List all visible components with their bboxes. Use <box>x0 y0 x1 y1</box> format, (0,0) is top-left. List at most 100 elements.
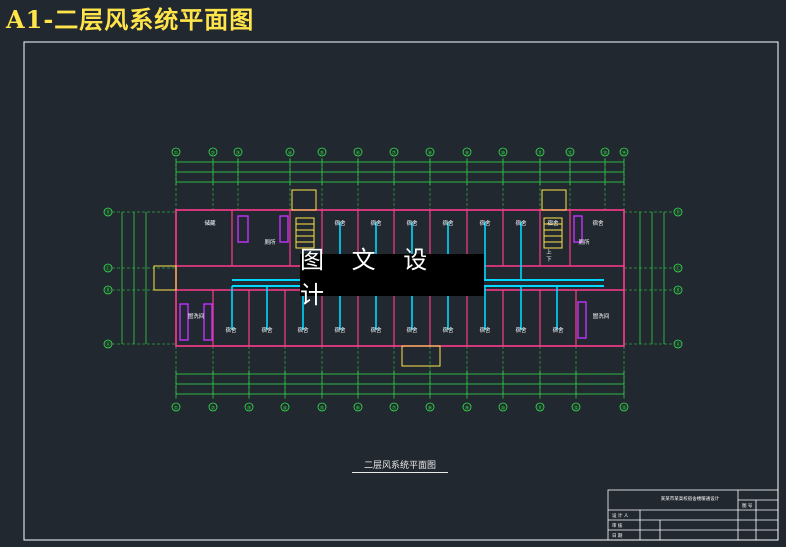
axis-bubble-top <box>425 147 435 157</box>
axis-bubble-bottom <box>317 402 327 412</box>
axis-bubble-right <box>673 263 683 273</box>
room-label-north: 宿舍 <box>592 219 604 227</box>
axis-label-top: ⑨ <box>465 151 469 157</box>
room-label-special: 盥洗间 <box>188 312 205 320</box>
room-label-south: 宿舍 <box>515 326 527 334</box>
room-label-special: 厕所 <box>578 238 590 246</box>
room-labels: 储藏宿舍宿舍宿舍宿舍宿舍宿舍宿舍宿舍宿舍宿舍宿舍宿舍宿舍宿舍宿舍宿舍宿舍宿舍盥洗… <box>188 219 610 334</box>
axis-label-right: Ⓓ <box>675 209 680 216</box>
room-label-south: 宿舍 <box>552 326 564 334</box>
axis-label-bottom: ④ <box>283 406 288 412</box>
top-dimension-lines <box>176 161 624 183</box>
axis-bubble-top <box>535 147 545 157</box>
axis-bubble-bottom <box>171 402 181 412</box>
room-label-special: 上 <box>546 248 552 256</box>
room-label-south: 宿舍 <box>297 326 309 334</box>
axis-label-bottom: ⑫ <box>573 405 578 412</box>
page-title: A1-二层风系统平面图 <box>6 5 255 34</box>
axis-label-left: Ⓓ <box>105 209 110 216</box>
room-label-north: 宿舍 <box>370 219 382 227</box>
axis-bubble-bottom <box>535 402 545 412</box>
axis-label-bottom: ① <box>174 406 179 412</box>
axis-label-top: ⑤ <box>320 151 324 157</box>
title-block-row-1: 设 计 人 <box>612 512 629 519</box>
axis-label-top: ① <box>174 151 179 157</box>
room-label-north: 宿舍 <box>442 219 454 227</box>
room-label-south: 宿舍 <box>261 326 273 334</box>
axis-bubble-top <box>233 147 243 157</box>
axis-label-bottom: ⑧ <box>428 406 433 412</box>
axis-label-left: Ⓐ <box>105 341 110 348</box>
room-label-north: 储藏 <box>204 219 216 227</box>
axis-bubble-top <box>619 147 629 157</box>
axis-label-top: ⑪ <box>537 150 542 157</box>
axis-label-top: ⑭ <box>621 150 626 157</box>
axis-label-top: ⑩ <box>501 151 506 157</box>
axis-label-bottom: ② <box>211 406 216 412</box>
axis-bubble-top <box>171 147 181 157</box>
room-label-north: 宿舍 <box>406 219 418 227</box>
axis-label-bottom: ⑩ <box>501 406 506 412</box>
axis-label-top: ② <box>211 151 216 157</box>
room-label-north: 宿舍 <box>479 219 491 227</box>
axis-label-right: Ⓑ <box>675 287 680 294</box>
axis-label-bottom: ⑮ <box>621 405 626 412</box>
axis-bubble-bottom <box>462 402 472 412</box>
axis-bubble-bottom <box>619 402 629 412</box>
axis-bubble-right <box>673 339 683 349</box>
axis-label-bottom: ③ <box>247 406 251 412</box>
axis-bubble-bottom <box>244 402 254 412</box>
axis-bubble-top <box>208 147 218 157</box>
axis-bubble-bottom <box>571 402 581 412</box>
axis-bubble-bottom <box>425 402 435 412</box>
axis-label-top: ④ <box>288 151 293 157</box>
axis-bubble-top <box>462 147 472 157</box>
axis-bubble-bottom <box>353 402 363 412</box>
sheet-border <box>23 41 779 541</box>
title-block <box>607 489 779 541</box>
axis-label-top: ③ <box>236 151 240 157</box>
room-label-special: 下 <box>546 256 552 263</box>
axis-bubble-bottom <box>389 402 399 412</box>
axis-label-bottom: ⑪ <box>537 405 542 412</box>
axis-label-bottom: ⑦ <box>392 406 397 412</box>
toilet-fixtures <box>179 215 587 341</box>
axis-label-top: ⑬ <box>602 150 607 157</box>
room-label-south: 宿舍 <box>225 326 237 334</box>
dimension-ticks <box>175 159 625 397</box>
axis-label-bottom: ⑨ <box>465 406 469 412</box>
axis-bubble-bottom <box>280 402 290 412</box>
axis-bubble-top <box>317 147 327 157</box>
axis-bubble-bottom <box>208 402 218 412</box>
axis-bubble-top <box>498 147 508 157</box>
room-label-south: 宿舍 <box>442 326 454 334</box>
room-label-special: 盥洗间 <box>593 312 610 320</box>
title-block-row-4: 图 号 <box>742 503 753 509</box>
title-block-project: 某某市某高校宿舍楼暖通设计 <box>661 495 720 502</box>
axis-bubble-left <box>103 207 113 217</box>
left-dimension-lines <box>121 212 147 344</box>
title-block-row-3: 日 期 <box>612 533 623 539</box>
axis-bubble-left <box>103 285 113 295</box>
room-label-south: 宿舍 <box>479 326 491 334</box>
bottom-dimension-lines <box>176 373 624 395</box>
axis-label-top: ⑧ <box>428 151 433 157</box>
partitions <box>212 210 577 346</box>
axis-bubble-right <box>673 207 683 217</box>
axis-bubble-top <box>389 147 399 157</box>
axis-label-right: Ⓒ <box>675 265 680 272</box>
axis-label-left: Ⓒ <box>105 265 110 272</box>
room-label-south: 宿舍 <box>370 326 382 334</box>
axis-bubble-top <box>600 147 610 157</box>
axis-bubble-left <box>103 339 113 349</box>
title-block-row-2: 审 核 <box>612 522 623 529</box>
axis-bubble-top <box>353 147 363 157</box>
axis-label-top: ⑦ <box>392 151 397 157</box>
watermark: 图 文 设 计 <box>300 246 484 309</box>
room-label-north: 宿舍 <box>547 219 559 227</box>
axis-bubble-bottom <box>498 402 508 412</box>
axis-label-top: ⑫ <box>567 150 572 157</box>
right-dimension-lines <box>639 212 665 344</box>
